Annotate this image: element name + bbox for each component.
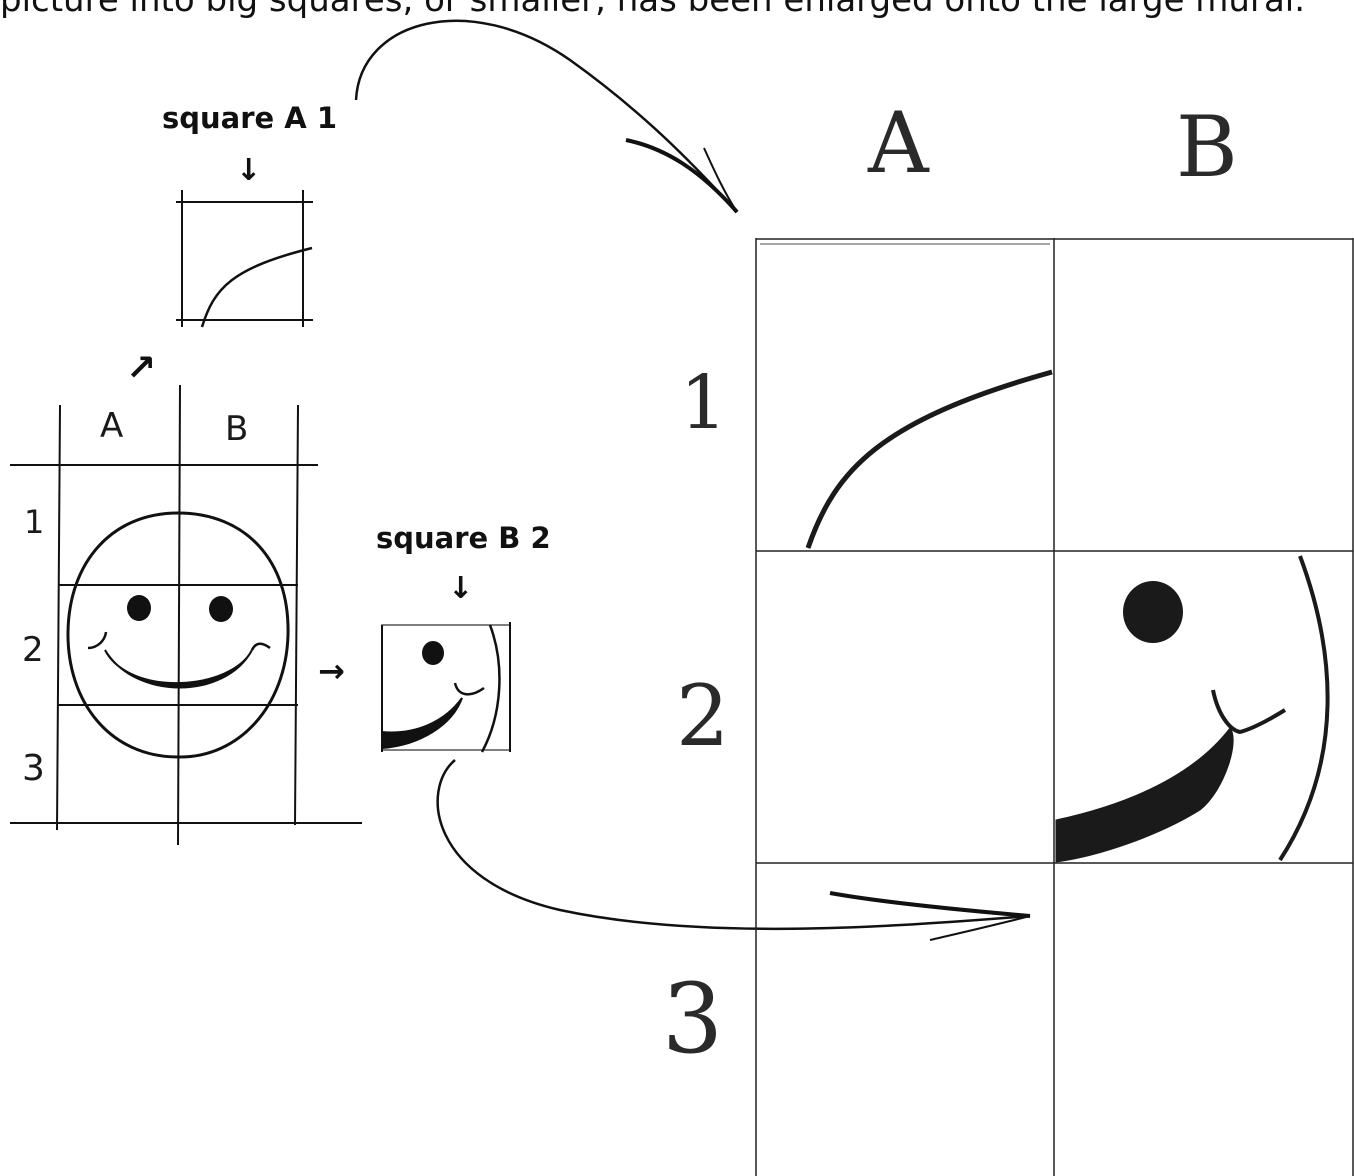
small-gridded-picture xyxy=(10,385,362,845)
small-grid-column-labels: A B xyxy=(100,406,248,449)
small-row-label-1: 1 xyxy=(24,503,44,541)
square-a1-label: square A 1 xyxy=(162,101,337,135)
diagonal-arrow-icon: ↗ xyxy=(126,348,156,389)
square-b2-detail xyxy=(382,622,510,752)
large-row-label-2: 2 xyxy=(676,667,729,765)
square-b2-label: square B 2 xyxy=(376,521,551,555)
down-arrow-icon: ↓ xyxy=(236,153,261,188)
down-arrow-icon-2: ↓ xyxy=(448,571,473,606)
small-col-label-a: A xyxy=(100,406,123,446)
large-mural-grid xyxy=(756,238,1353,1176)
large-grid-row-labels: 1 2 3 xyxy=(662,360,729,1075)
small-row-label-3: 3 xyxy=(22,748,45,789)
large-col-label-a: A xyxy=(867,94,930,192)
curved-arrow-b2-to-mural xyxy=(438,760,1030,940)
small-row-label-2: 2 xyxy=(22,630,44,670)
large-row-label-3: 3 xyxy=(662,963,723,1075)
enlarged-square-a1 xyxy=(808,372,1052,548)
large-col-label-b: B xyxy=(1176,98,1238,196)
large-row-label-1: 1 xyxy=(680,360,727,446)
right-arrow-icon: → xyxy=(318,652,345,690)
large-grid-column-labels: A B xyxy=(867,94,1238,196)
small-col-label-b: B xyxy=(225,409,248,449)
enlarged-square-b2 xyxy=(1056,556,1328,862)
curved-arrow-a1-to-mural xyxy=(356,21,737,212)
square-a1-detail xyxy=(176,190,313,327)
small-grid-row-labels: 1 2 3 xyxy=(22,503,45,789)
